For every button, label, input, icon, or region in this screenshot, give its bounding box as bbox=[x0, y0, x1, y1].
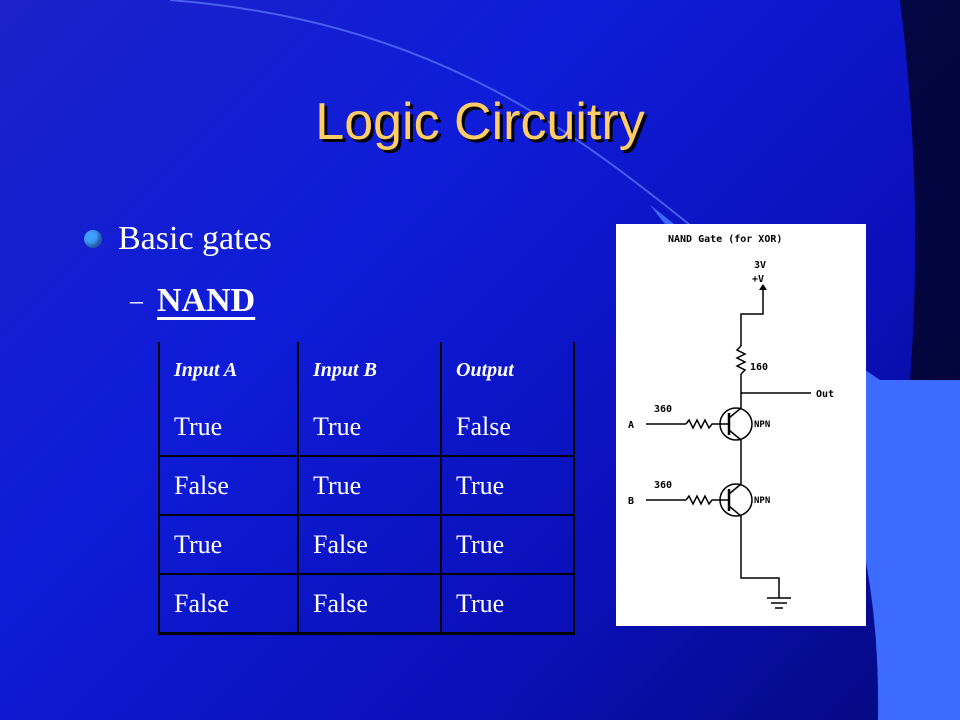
bullet-dot-icon bbox=[84, 230, 102, 248]
transistor-top-emitter bbox=[728, 429, 742, 441]
decorative-arc-line bbox=[169, 0, 691, 226]
table-header-row: Input A Input B Output bbox=[158, 342, 575, 398]
output-label: Out bbox=[816, 389, 834, 400]
transistor-bottom-emitter bbox=[728, 505, 742, 517]
resistor-b-value: 360 bbox=[654, 480, 672, 491]
table-cell: False bbox=[158, 455, 298, 515]
table-row: False False True bbox=[158, 573, 575, 635]
table-row: True True False bbox=[158, 398, 575, 456]
transistor-top-collector bbox=[728, 407, 742, 419]
input-b-label: B bbox=[628, 496, 634, 507]
bullet-level2-text: NAND bbox=[157, 282, 256, 319]
table-cell: False bbox=[297, 573, 441, 635]
column-header: Input B bbox=[297, 342, 441, 398]
table-cell: True bbox=[158, 398, 298, 456]
table-cell: True bbox=[158, 514, 298, 574]
supply-voltage-label: 3V bbox=[754, 260, 766, 271]
table-cell: True bbox=[440, 573, 575, 635]
table-cell: True bbox=[440, 514, 575, 574]
table-row: False True True bbox=[158, 455, 575, 515]
resistor-b-icon bbox=[685, 494, 729, 506]
transistor-bottom-collector bbox=[728, 483, 742, 495]
table-cell: False bbox=[440, 398, 575, 456]
bullet-level1-text: Basic gates bbox=[118, 220, 272, 257]
table-cell: True bbox=[440, 455, 575, 515]
table-cell: False bbox=[158, 573, 298, 635]
table-cell: True bbox=[297, 455, 441, 515]
nand-gate-schematic: NAND Gate (for XOR) 3V +V 160 Out NPN 36… bbox=[616, 224, 866, 626]
ground-wire bbox=[740, 516, 780, 598]
supply-label: +V bbox=[752, 274, 764, 285]
transistor-top-type: NPN bbox=[754, 420, 770, 430]
resistor-a-icon bbox=[685, 418, 729, 430]
slide-title: Logic Circuitry bbox=[315, 93, 645, 151]
table-cell: False bbox=[297, 514, 441, 574]
input-a-label: A bbox=[628, 420, 634, 431]
pullup-resistor-icon bbox=[735, 345, 747, 375]
resistor-a-value: 360 bbox=[654, 404, 672, 415]
table-row: True False True bbox=[158, 514, 575, 574]
table-cell: True bbox=[297, 398, 441, 456]
pullup-resistor-value: 160 bbox=[750, 362, 768, 373]
bullet-dash-icon: – bbox=[130, 286, 143, 315]
dark-right-band bbox=[900, 0, 960, 380]
schematic-title: NAND Gate (for XOR) bbox=[668, 234, 782, 245]
supply-wire bbox=[740, 302, 764, 346]
column-header: Input A bbox=[158, 342, 298, 398]
truth-table: Input A Input B Output True True False F… bbox=[158, 342, 575, 635]
schematic-diagram: NAND Gate (for XOR) 3V +V 160 Out NPN 36… bbox=[628, 234, 834, 609]
transistor-bottom-type: NPN bbox=[754, 496, 770, 506]
supply-arrow-icon bbox=[759, 284, 767, 290]
column-header: Output bbox=[440, 342, 575, 398]
bullet-level1: Basic gates bbox=[84, 220, 272, 258]
accent-swoosh-shape bbox=[650, 205, 960, 720]
bullet-level2: – NAND bbox=[130, 282, 255, 320]
